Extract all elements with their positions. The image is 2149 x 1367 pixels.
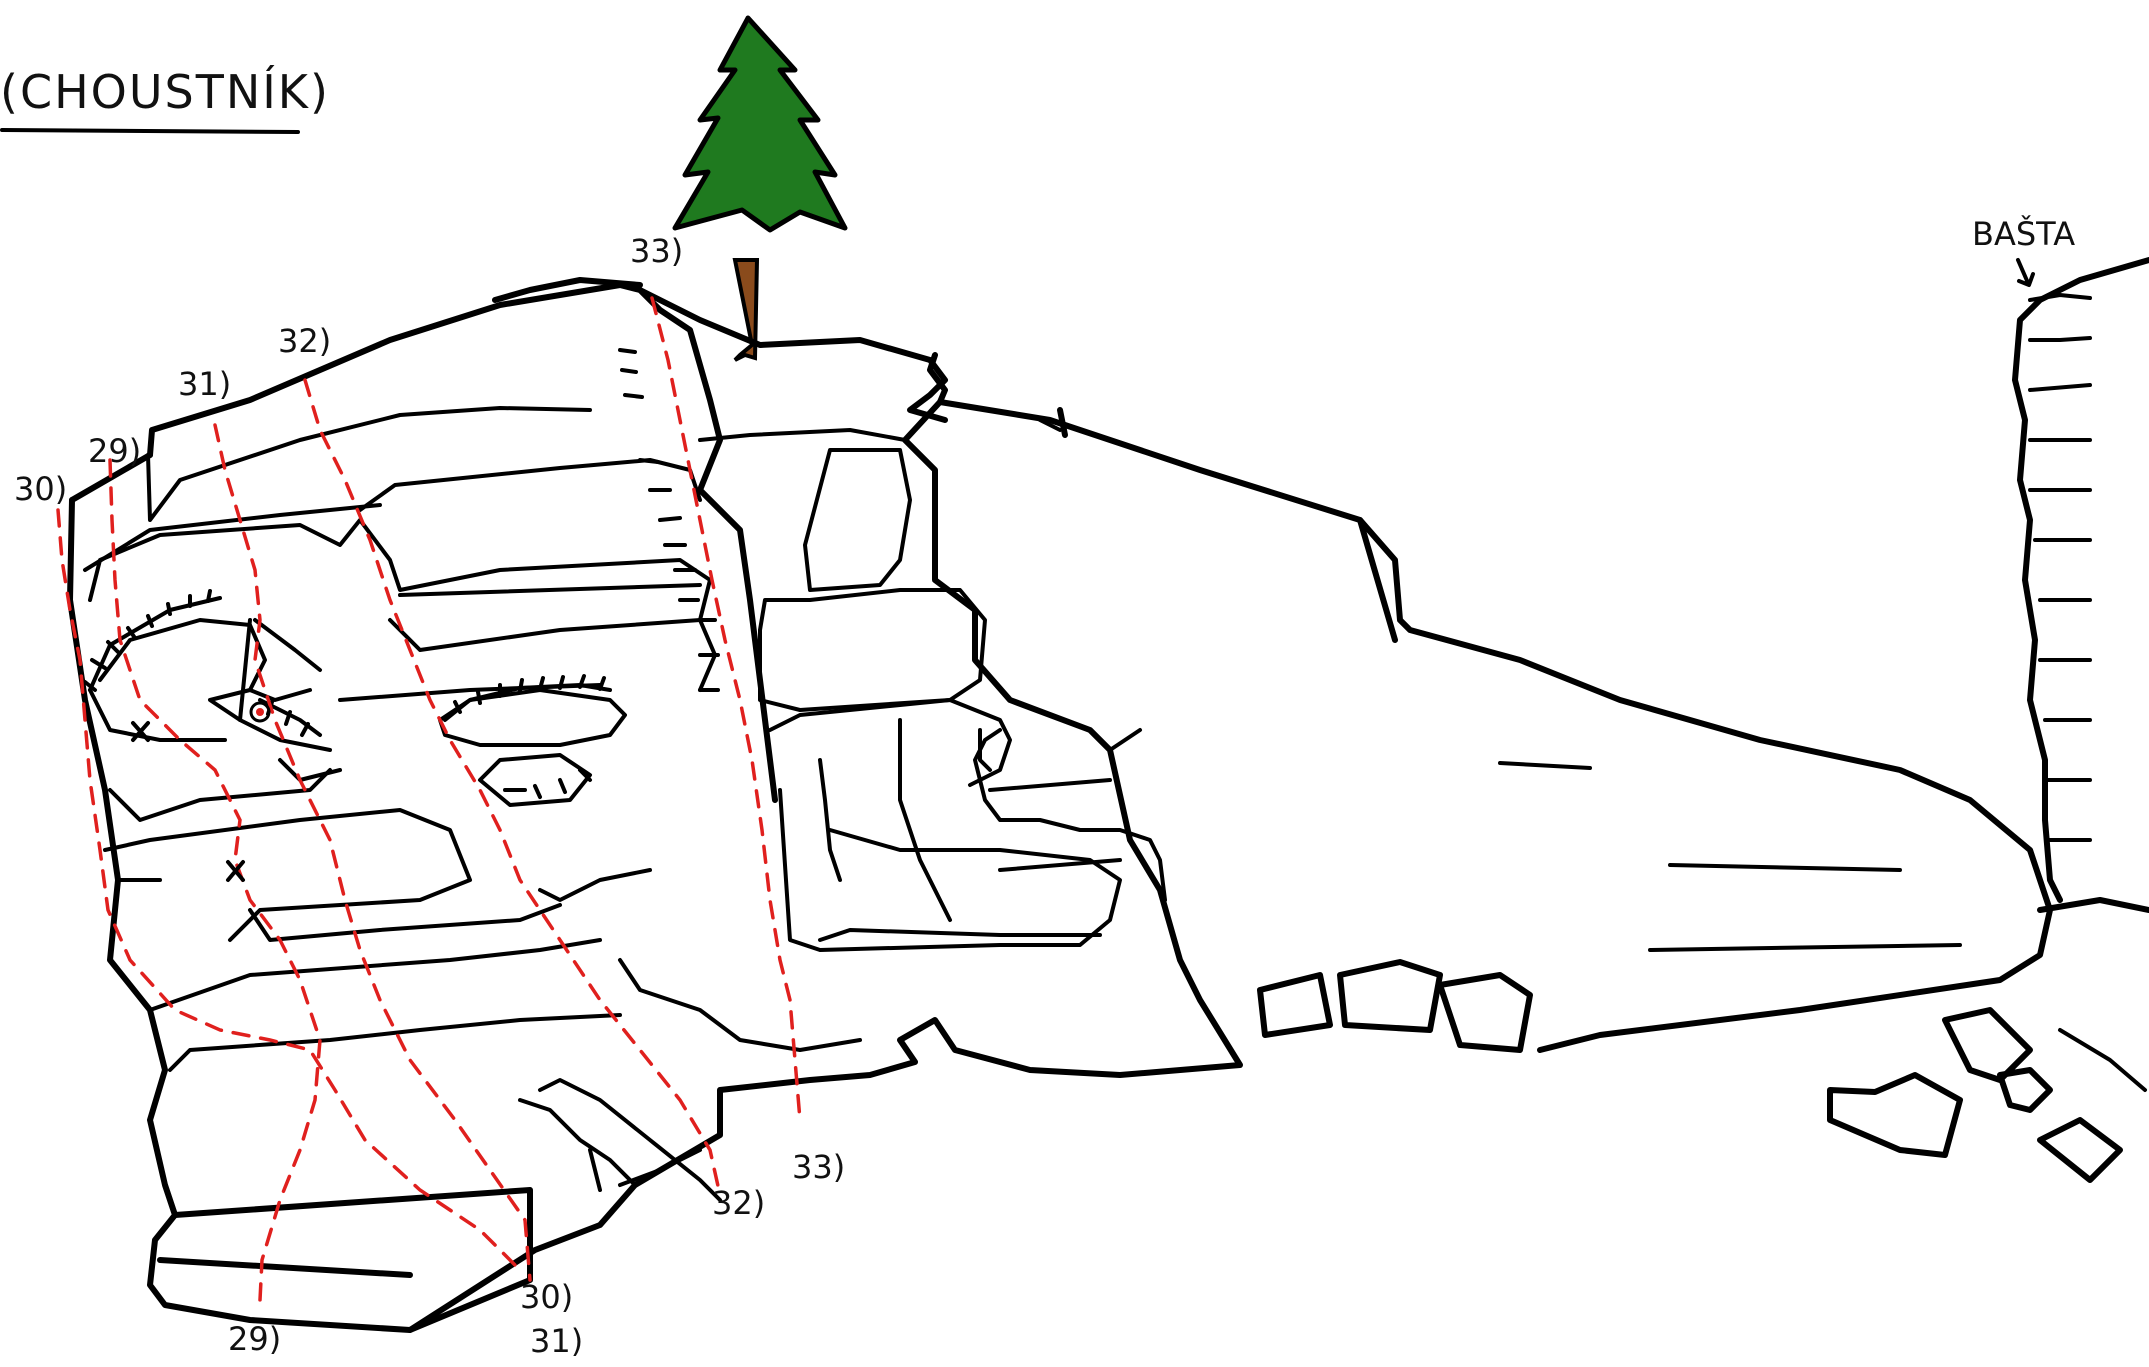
- label-top-31: 31): [178, 365, 231, 403]
- label-top-32: 32): [278, 322, 331, 360]
- route-31: [213, 423, 532, 1282]
- basta-arrow-icon: [2016, 258, 2035, 287]
- top-route-labels: 30) 29) 31) 32) 33): [14, 232, 683, 508]
- label-bottom-29: 29): [228, 1320, 281, 1358]
- label-bottom-32: 32): [712, 1184, 765, 1222]
- spruce-tree-icon: [672, 15, 848, 362]
- basta-rock-outline: BAŠTA: [1972, 214, 2149, 903]
- routes: [56, 296, 802, 1302]
- label-top-33: 33): [630, 232, 683, 270]
- bottom-route-labels: 29) 30) 31) 32) 33): [228, 1148, 845, 1360]
- topo-title: (CHOUSTNÍK): [0, 65, 330, 119]
- label-bottom-31: 31): [530, 1322, 583, 1360]
- title-underline: [0, 128, 300, 134]
- route-32: [303, 378, 722, 1197]
- rock-detail-lines: [83, 406, 1962, 1202]
- basta-label: BAŠTA: [1972, 214, 2075, 253]
- route-30: [56, 508, 522, 1272]
- main-rock-outline: [67, 277, 2149, 1333]
- label-bottom-30: 30): [520, 1278, 573, 1316]
- label-top-29: 29): [88, 432, 141, 470]
- anchor-ring-dot: [256, 708, 264, 716]
- route-markers: [131, 701, 271, 882]
- route-33: [650, 296, 802, 1122]
- crux-mark-icon-2: [226, 860, 245, 882]
- crux-mark-icon: [131, 721, 150, 742]
- boulders: [1257, 959, 2147, 1183]
- label-bottom-33: 33): [792, 1148, 845, 1186]
- anchor-ring-icon: [249, 701, 271, 723]
- overhang-hatching: [83, 293, 2092, 842]
- label-top-30: 30): [14, 470, 67, 508]
